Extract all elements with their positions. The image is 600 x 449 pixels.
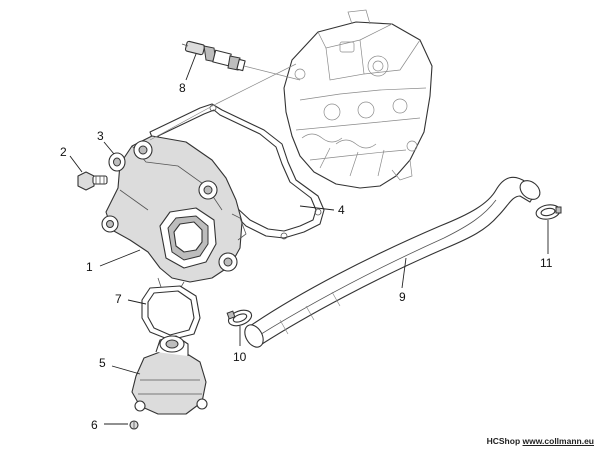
callout-3: 3 [97,129,104,143]
breather-hose [244,176,541,348]
watermark-brand: HCShop [486,436,521,446]
leader-8 [185,53,197,81]
callout-11: 11 [540,256,553,270]
cap-gasket [141,285,201,341]
leader-9 [401,257,407,289]
callout-labels: 1 2 3 4 5 6 7 8 9 10 11 [60,81,553,432]
bolt [77,171,108,191]
breather-cap [131,335,208,415]
callout-10: 10 [233,350,247,364]
washer [108,152,126,172]
hose-clamp-upper [535,204,562,220]
small-screw [129,420,139,430]
valve-cover-gasket [149,103,325,240]
hose-clamp-lower [226,309,253,327]
callout-9: 9 [399,290,406,304]
leader-2 [69,155,83,173]
leader-3 [103,141,115,155]
leader-lines [69,53,549,425]
callout-5: 5 [99,356,106,370]
callout-8: 8 [179,81,186,95]
callout-6: 6 [91,418,98,432]
callout-4: 4 [338,203,345,217]
valve-cover [101,135,247,293]
watermark-site: www.collmann.eu [522,436,594,446]
spark-plug [181,40,246,72]
leader-1 [99,249,141,267]
callout-2: 2 [60,145,67,159]
cylinder-head [283,9,433,189]
callout-7: 7 [115,292,122,306]
leader-4 [299,205,335,211]
callout-1: 1 [86,260,93,274]
leader-5 [111,365,141,375]
leader-7 [127,299,147,305]
shop-watermark: HCShop www.collmann.eu [487,436,594,446]
